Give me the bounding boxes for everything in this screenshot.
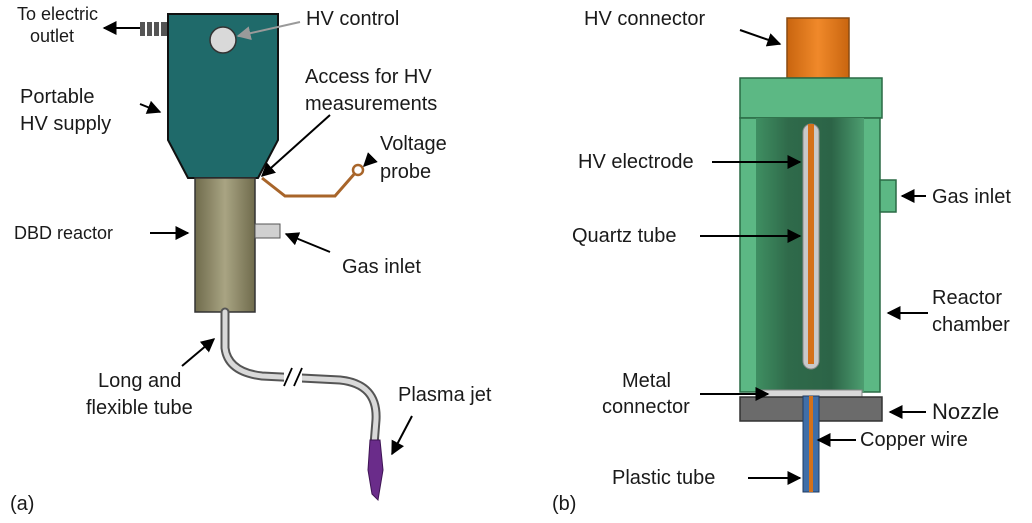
- probe-tip: [351, 163, 365, 177]
- label-long-tube-1: Long and: [98, 370, 181, 392]
- label-nozzle: Nozzle: [932, 399, 999, 424]
- label-copper-wire: Copper wire: [860, 429, 968, 451]
- hv-connector: [786, 17, 850, 79]
- panel-b: HV connector HV electrode Quartz tube Ga…: [552, 8, 1011, 515]
- hv-connector-arrow: [739, 29, 782, 47]
- hv-control-arrow: [236, 21, 301, 41]
- label-gas-inlet-b: Gas inlet: [932, 186, 1011, 208]
- label-quartz-tube: Quartz tube: [572, 225, 677, 247]
- plasma-jet-arrow: [391, 415, 413, 456]
- hv-control-knob: [209, 26, 237, 54]
- label-to-electric-1: To electric: [17, 4, 98, 24]
- label-portable-1: Portable: [20, 86, 95, 108]
- label-access-1: Access for HV: [305, 66, 432, 88]
- label-long-tube-2: flexible tube: [86, 397, 193, 419]
- label-to-electric-2: outlet: [30, 26, 74, 46]
- panel-a-tag: (a): [10, 493, 34, 515]
- hv-supply-box: [167, 13, 279, 179]
- reactor-top-cap: [739, 77, 883, 119]
- label-plasma-jet: Plasma jet: [398, 384, 492, 406]
- label-hv-connector: HV connector: [584, 8, 706, 30]
- hv-supply-arrow: [139, 100, 162, 114]
- tube-break-mark: [283, 367, 303, 387]
- hv-electrode: [808, 124, 814, 364]
- gas-inlet-arrow-a: [284, 232, 331, 253]
- label-voltage-1: Voltage: [380, 133, 447, 155]
- label-voltage-2: probe: [380, 161, 431, 183]
- gas-inlet-port-b: [879, 179, 897, 213]
- label-reactor-1: Reactor: [932, 287, 1002, 309]
- label-dbd-reactor: DBD reactor: [14, 223, 113, 243]
- access-arrow: [260, 114, 331, 177]
- label-hv-control: HV control: [306, 8, 399, 30]
- plasma-jet-plume: [367, 439, 384, 502]
- dbd-reactor-body: [194, 177, 256, 313]
- label-plastic-tube: Plastic tube: [612, 467, 715, 489]
- label-portable-2: HV supply: [20, 113, 111, 135]
- label-metal-1: Metal: [622, 370, 671, 392]
- power-plug-icon: [140, 22, 168, 36]
- label-gas-inlet-a: Gas inlet: [342, 256, 421, 278]
- label-metal-2: connector: [602, 396, 690, 418]
- label-reactor-2: chamber: [932, 314, 1010, 336]
- gas-inlet-port: [254, 223, 281, 239]
- voltage-probe-arrow: [363, 152, 378, 167]
- label-hv-electrode: HV electrode: [578, 151, 694, 173]
- voltage-probe-wire: [261, 171, 358, 198]
- panel-b-tag: (b): [552, 493, 576, 515]
- flexible-tube-arrow: [181, 338, 216, 367]
- copper-wire: [809, 396, 813, 492]
- label-access-2: measurements: [305, 93, 437, 115]
- panel-a: To electric outlet HV control Access for…: [10, 4, 492, 515]
